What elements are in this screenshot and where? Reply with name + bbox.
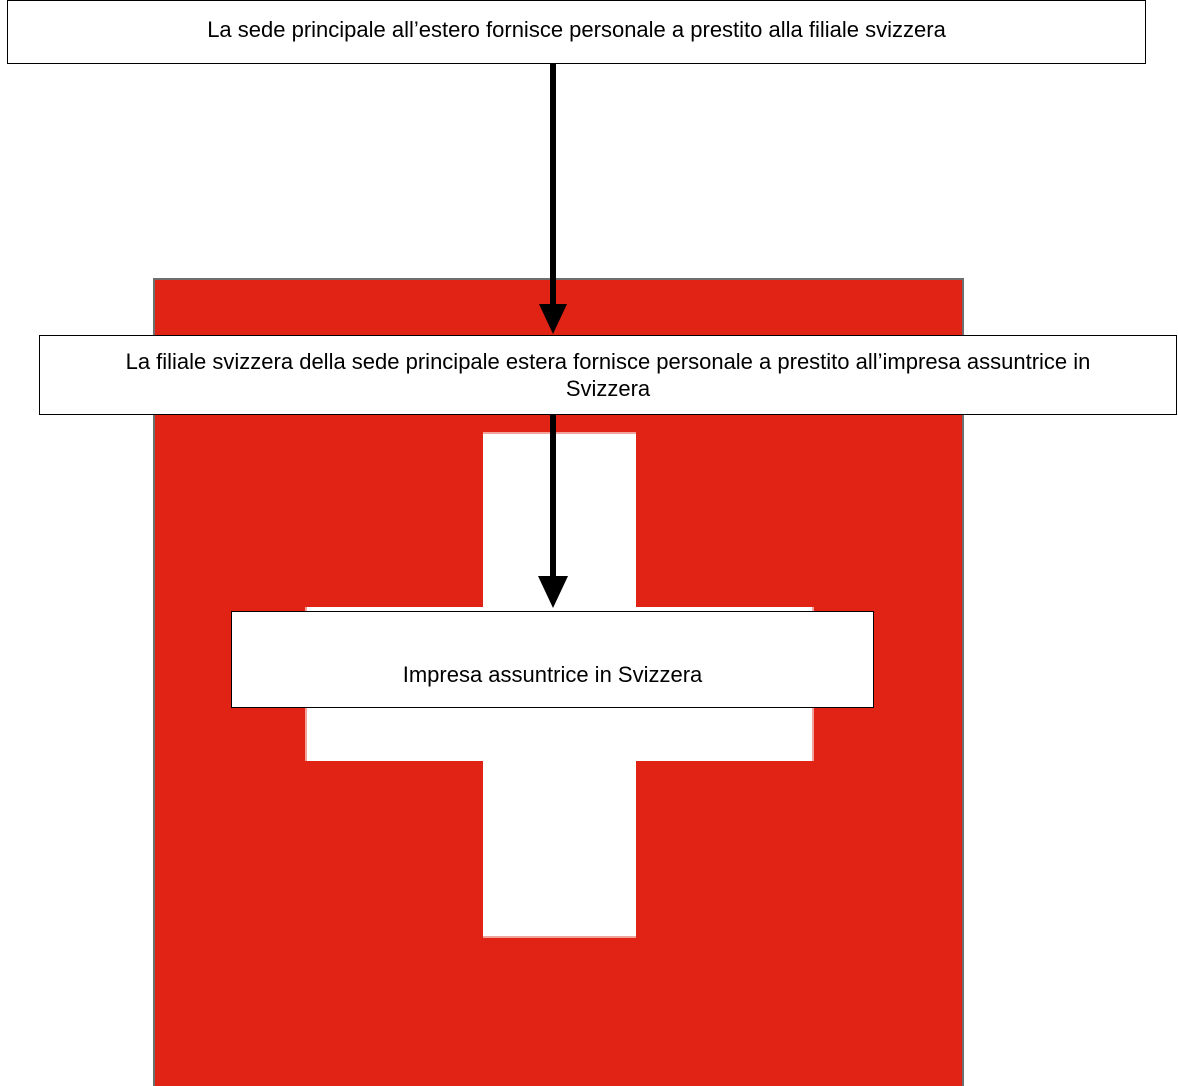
arrowhead-branch: [539, 304, 567, 334]
node-head-office-label: La sede principale all’estero fornisce p…: [207, 16, 946, 42]
node-hiring-company-label: Impresa assuntrice in Svizzera: [402, 662, 703, 687]
node-swiss-branch-label: La filiale svizzera della sede principal…: [125, 349, 1091, 401]
node-hiring-company: Impresa assuntrice in Svizzera: [231, 611, 874, 708]
node-head-office: La sede principale all’estero fornisce p…: [7, 0, 1146, 64]
arrowhead-company: [538, 576, 568, 608]
node-swiss-branch: La filiale svizzera della sede principal…: [39, 335, 1177, 415]
